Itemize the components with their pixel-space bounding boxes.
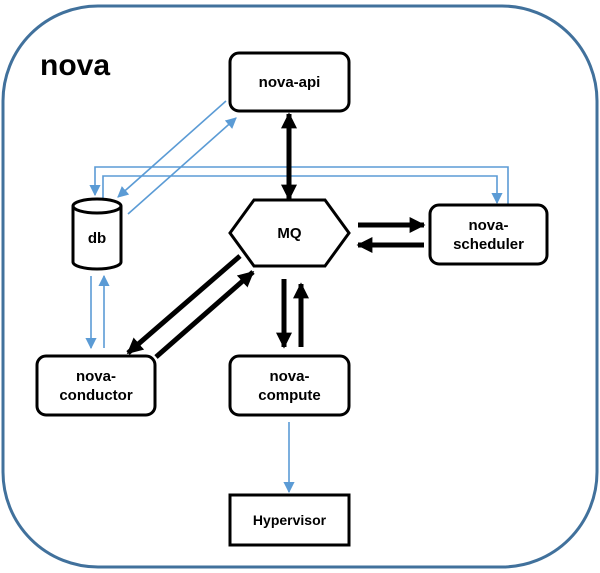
node-hypervisor-label: Hypervisor (253, 512, 327, 528)
edge-db-to-scheduler (102, 175, 503, 205)
diagram-title: nova (40, 49, 110, 82)
edge-db-to-api (127, 117, 237, 215)
node-nova-api-label: nova-api (259, 74, 321, 91)
node-hypervisor[interactable]: Hypervisor (228, 493, 351, 547)
node-mq-label: MQ (277, 225, 301, 242)
node-db[interactable]: db (71, 197, 123, 271)
node-nova-compute-label-1: nova- (269, 368, 309, 385)
node-nova-conductor[interactable]: nova- conductor (35, 354, 157, 417)
node-nova-compute[interactable]: nova- compute (228, 354, 351, 417)
node-nova-scheduler[interactable]: nova- scheduler (428, 203, 549, 266)
node-nova-conductor-label-2: conductor (59, 387, 132, 404)
edge-scheduler-to-db (89, 166, 509, 207)
node-nova-api[interactable]: nova-api (228, 51, 351, 113)
node-nova-compute-label-2: compute (258, 387, 321, 404)
edge-mq-to-conductor (126, 254, 242, 355)
node-nova-scheduler-label-2: scheduler (453, 236, 524, 253)
node-mq[interactable]: MQ (228, 198, 351, 268)
node-nova-scheduler-label-1: nova- (468, 217, 508, 234)
mq-links (126, 112, 426, 359)
internal-links (85, 100, 509, 494)
edge-conductor-to-mq (154, 270, 255, 359)
node-nova-conductor-label-1: nova- (76, 368, 116, 385)
node-db-label: db (88, 230, 106, 247)
edge-api-to-db (117, 100, 227, 198)
